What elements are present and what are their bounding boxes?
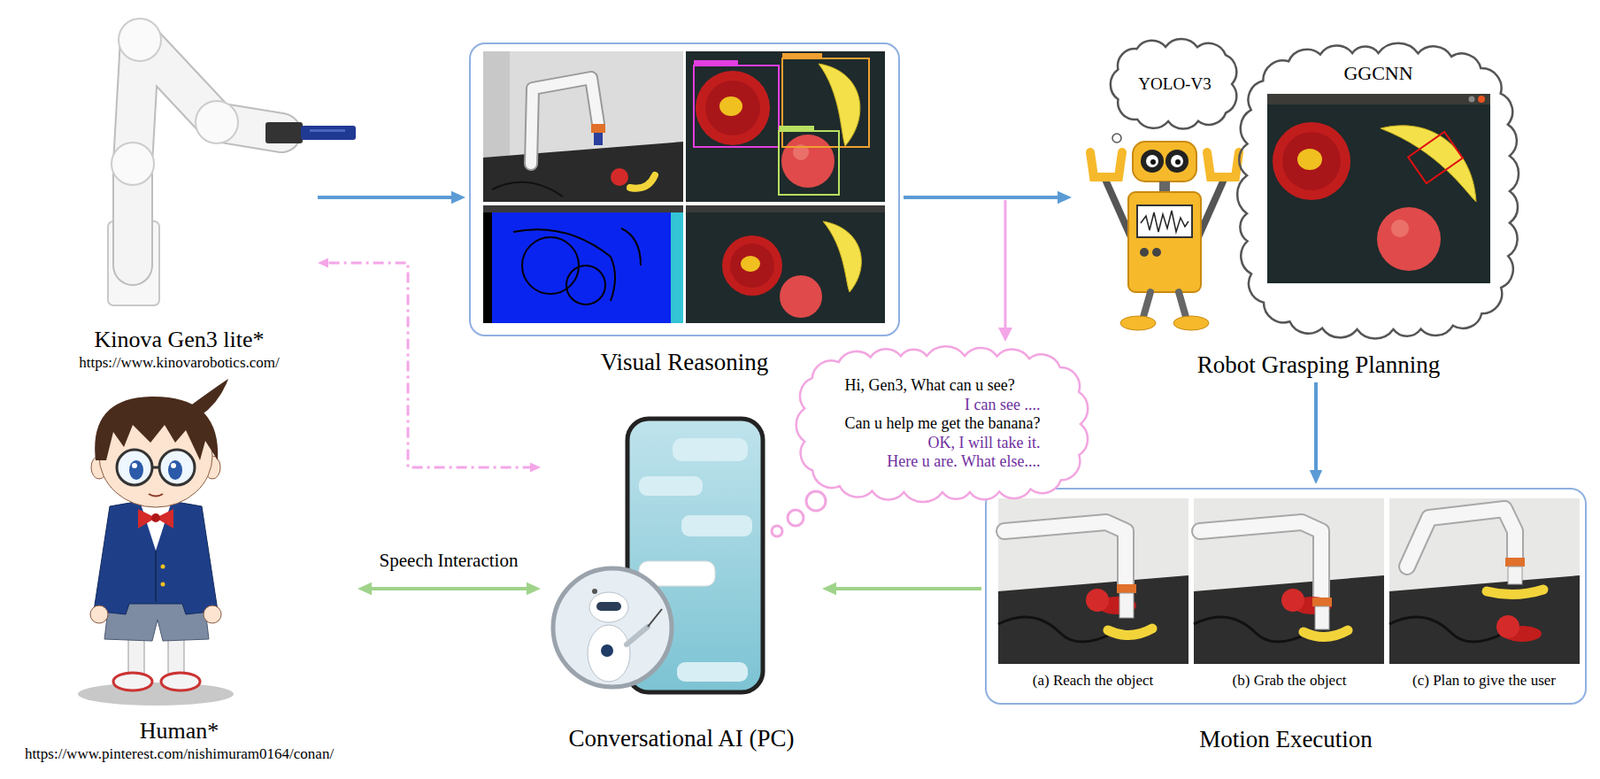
camera-views: [483, 51, 885, 324]
cloud-shape: [796, 346, 1089, 502]
url-text: https://www.pinterest.com/nishimuram0164…: [24, 745, 334, 763]
thought-puffs: [771, 491, 826, 537]
human-cartoon: [77, 378, 234, 706]
arrow-head: [317, 258, 329, 269]
grasp-planning-node: Robot Grasping Planning YOLO-V3 GGCNN: [1075, 31, 1562, 379]
cloud-text: GGCNN: [1343, 61, 1413, 85]
connector: [1309, 382, 1323, 485]
caption-holder: (b) Grab the object: [1232, 671, 1347, 690]
cloud-text: Here u are. What else....: [845, 452, 1041, 472]
cloud-text: YOLO-V3: [1138, 74, 1211, 95]
thought-cloud: GGCNN: [1234, 40, 1523, 342]
node-label: Visual Reasoning: [600, 347, 770, 377]
connector-line: [831, 586, 982, 591]
arrow-head: [451, 191, 466, 204]
node-label: Kinova Gen3 lite*: [93, 325, 264, 354]
robot-cartoon: [1090, 133, 1239, 331]
cloud-text-block: Hi, Gen3, What can u see?I can see ....C…: [845, 376, 1041, 472]
speech-bubble: Hi, Gen3, What can u see?I can see ....C…: [792, 343, 1093, 505]
visual-reasoning-panel: Visual Reasoning: [469, 42, 900, 337]
connector: [822, 582, 982, 595]
cloud-content: YOLO-V3: [1106, 35, 1244, 133]
arrow-head: [1057, 191, 1072, 204]
cloud-content: Hi, Gen3, What can u see?I can see ....C…: [792, 343, 1093, 505]
connector: [317, 191, 466, 204]
photo-caption: (a) Reach the object: [1032, 671, 1154, 690]
cloud-content: GGCNN: [1234, 40, 1523, 342]
cloud-shape: [1237, 43, 1519, 339]
node-label: Human*: [139, 716, 220, 745]
arrow-head: [1309, 469, 1323, 485]
edge-label: Speech Interaction: [379, 549, 519, 572]
caption-holder: (a) Reach the object: [1032, 671, 1154, 690]
cloud-text-block: YOLO-V3: [1138, 74, 1211, 95]
cloud-text: Can u help me get the banana?: [845, 414, 1041, 434]
photo-caption: (b) Grab the object: [1232, 671, 1347, 690]
kinova-arm: [107, 18, 356, 306]
cloud-shape: [1110, 38, 1237, 129]
connector-line: [324, 262, 533, 468]
grasp-screenshot: [1267, 93, 1491, 284]
connector-line: [903, 195, 1062, 200]
human-node: Human*https://www.pinterest.com/nishimur…: [4, 380, 354, 763]
connector-line: [317, 195, 456, 200]
connector: [357, 582, 541, 595]
cloud-text: Hi, Gen3, What can u see?: [845, 376, 1041, 396]
thought-cloud: YOLO-V3: [1106, 35, 1244, 133]
arrow-head: [357, 582, 372, 595]
pink-arrow: [998, 200, 1013, 342]
execution-photos: [998, 498, 1580, 664]
connector-line: [1314, 382, 1318, 475]
arrow-head: [526, 582, 541, 595]
url-text: https://www.kinovarobotics.com/: [78, 353, 280, 372]
node-label: Conversational AI (PC): [569, 723, 795, 753]
robot-arm-node: Kinova Gen3 lite*https://www.kinovarobot…: [44, 17, 315, 372]
photo-caption: (c) Plan to give the user: [1412, 671, 1556, 690]
arrow-head: [822, 582, 837, 595]
connector: [317, 258, 541, 473]
node-label: Motion Execution: [1199, 724, 1373, 754]
caption-holder: (c) Plan to give the user: [1412, 671, 1556, 690]
connector-line: [367, 586, 531, 591]
arrow-head: [530, 462, 541, 473]
panel-heading: Motion Execution: [986, 724, 1585, 754]
phone-illustration: [553, 418, 763, 693]
cloud-text: OK, I will take it.: [845, 433, 1041, 454]
edge-label-holder: Speech Interaction: [376, 549, 523, 572]
node-label: Robot Grasping Planning: [1197, 350, 1441, 379]
cloud-text: I can see ....: [845, 395, 1041, 416]
cloud-outline: [1234, 40, 1523, 342]
cloud-text-block: GGCNN: [1343, 61, 1413, 85]
connector: [903, 191, 1072, 204]
conversational-ai-node: Conversational AI (PC): [544, 415, 819, 753]
